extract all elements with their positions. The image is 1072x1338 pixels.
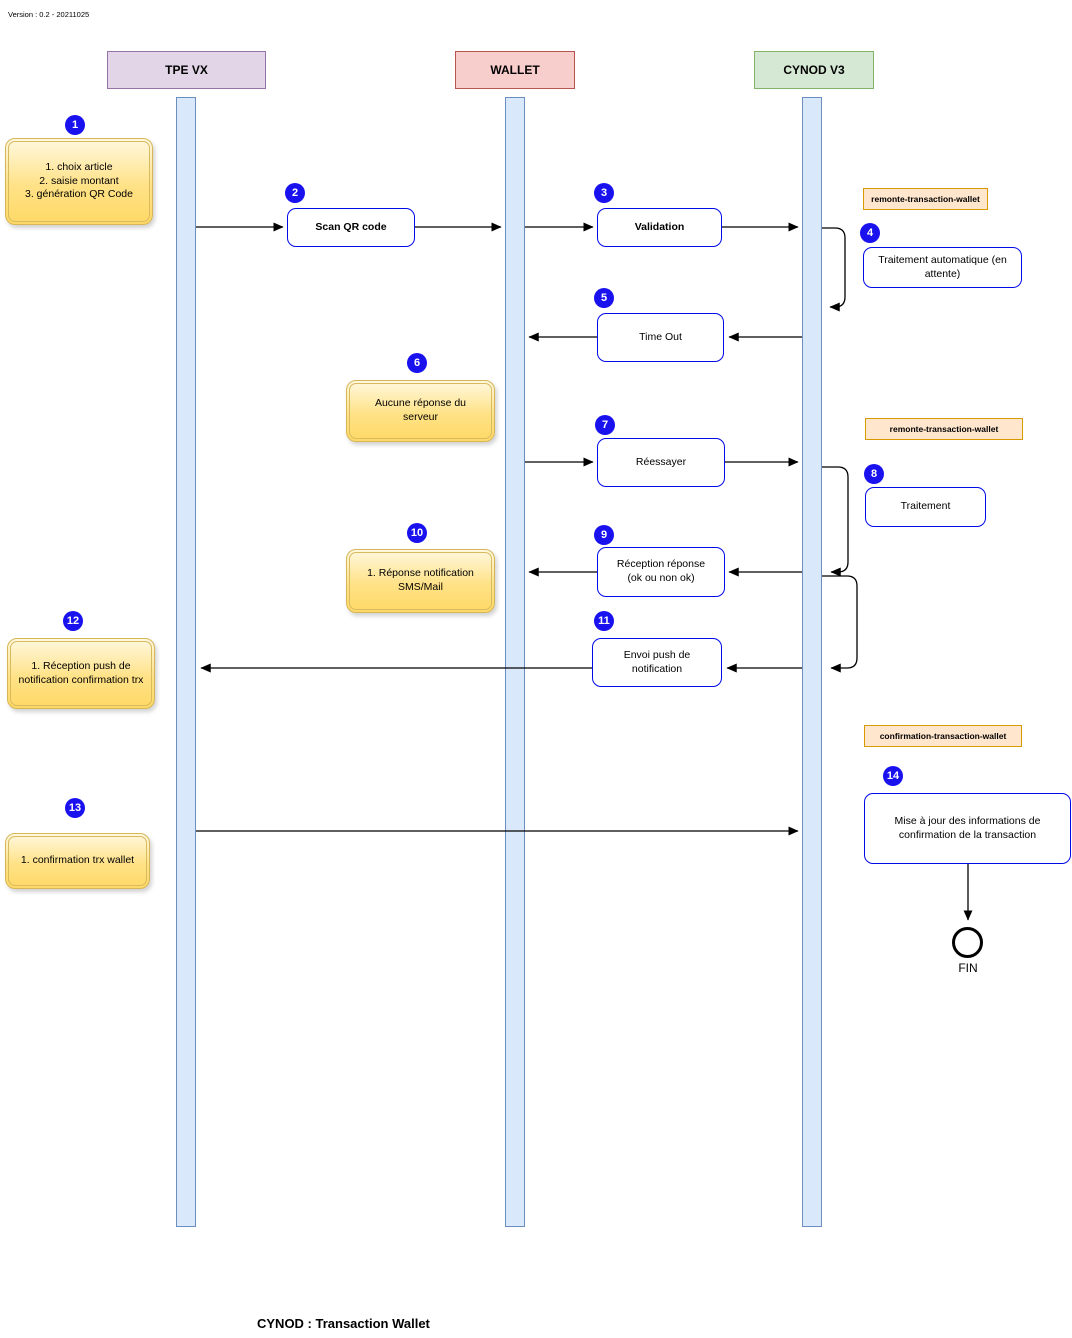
step-11-badge: 11 [594,611,614,631]
self-loop-envoi-push [822,575,858,673]
end-terminator-label: FIN [958,961,978,975]
step-6-badge: 6 [407,353,427,373]
step-10-badge: 10 [407,523,427,543]
step-8-badge: 8 [864,464,884,484]
step-10-text: 1. Réponse notification SMS/Mail [367,567,474,593]
self-loop-traitement-attente [822,227,846,312]
actor-wallet: WALLET [455,51,575,89]
step-14-badge: 14 [883,766,903,786]
diagram-title: CYNOD : Transaction Wallet [257,1316,430,1331]
step-12-note: 1. Réception push de notification confir… [7,638,155,709]
step-14-text: Mise à jour des informations de confirma… [894,814,1041,841]
step-3-text: Validation [634,220,685,233]
step-10-note: 1. Réponse notification SMS/Mail [346,549,495,613]
step-8-action: Traitement [865,487,986,527]
version-label: Version : 0.2 - 20211025 [8,10,90,19]
lifeline-cynod [802,97,822,1227]
step-2-action: Scan QR code [287,208,415,247]
step-12-badge: 12 [63,611,83,631]
step-1-note: 1. choix article 2. saisie montant 3. gé… [5,138,153,225]
lifeline-tpe [176,97,196,1227]
step-2-text: Scan QR code [315,220,387,233]
step-1-text: 1. choix article 2. saisie montant 3. gé… [25,161,133,201]
step-7-badge: 7 [595,415,615,435]
step-3-badge: 3 [594,183,614,203]
step-13-note: 1. confirmation trx wallet [5,833,150,889]
end-terminator-circle [952,927,983,958]
step-9-text: Réception réponse (ok ou non ok) [616,558,706,584]
step-11-text: Envoi push de notification [623,648,691,675]
step-2-badge: 2 [285,183,305,203]
step-9-badge: 9 [594,525,614,545]
step-9-action: Réception réponse (ok ou non ok) [597,547,725,597]
step-12-text: 1. Réception push de notification confir… [18,659,144,686]
actor-tpe-vx: TPE VX [107,51,266,89]
annotation-remonte-transaction-wallet-1: remonte-transaction-wallet [863,188,988,210]
step-14-action: Mise à jour des informations de confirma… [864,793,1071,864]
step-13-text: 1. confirmation trx wallet [20,854,135,867]
step-8-text: Traitement [900,500,951,513]
step-11-action: Envoi push de notification [592,638,722,687]
step-4-action: Traitement automatique (en attente) [863,247,1022,288]
step-3-action: Validation [597,208,722,247]
step-5-text: Time Out [639,330,682,343]
self-loop-traitement [822,466,849,577]
actor-cynod-v3: CYNOD V3 [754,51,874,89]
step-7-text: Réessayer [635,455,687,468]
step-7-action: Réessayer [597,438,725,487]
step-13-badge: 13 [65,798,85,818]
step-1-badge: 1 [65,115,85,135]
lifeline-wallet [505,97,525,1227]
step-6-note: Aucune réponse du serveur [346,380,495,442]
step-5-action: Time Out [597,313,724,362]
step-4-badge: 4 [860,223,880,243]
annotation-remonte-transaction-wallet-2: remonte-transaction-wallet [865,418,1023,440]
annotation-confirmation-transaction-wallet: confirmation-transaction-wallet [864,725,1022,747]
step-6-text: Aucune réponse du serveur [374,397,467,423]
step-5-badge: 5 [594,288,614,308]
step-4-text: Traitement automatique (en attente) [878,253,1007,280]
